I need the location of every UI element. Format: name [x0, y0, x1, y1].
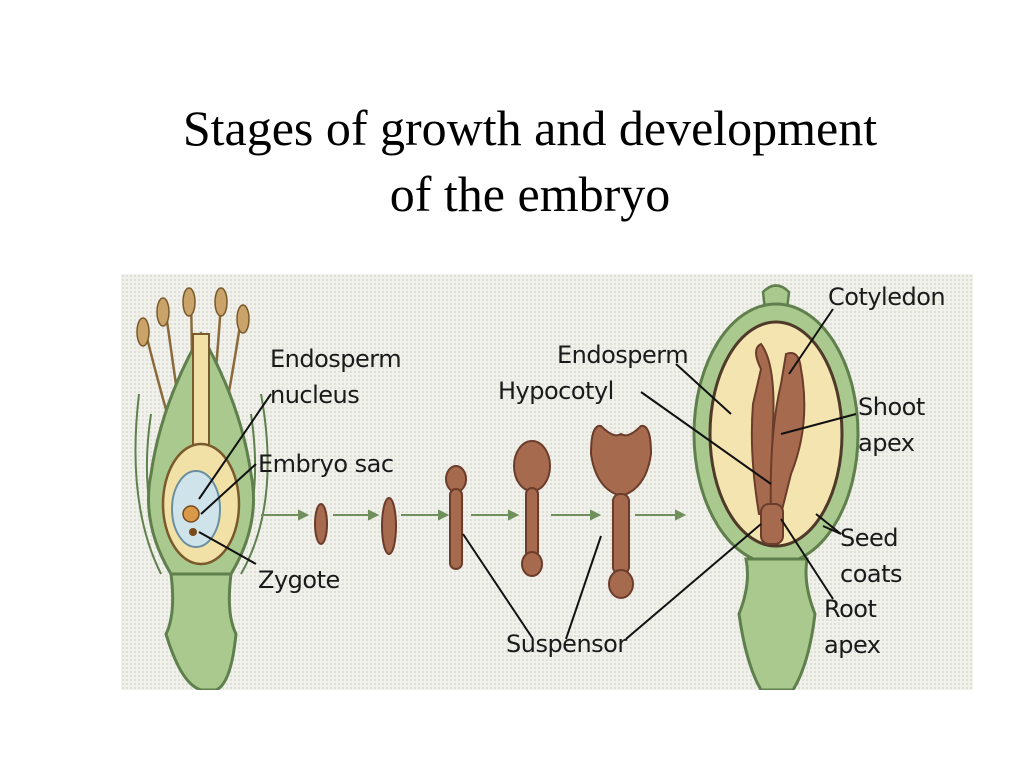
label-seed-coats-line1: Seed: [840, 524, 899, 552]
embryo-stages: [261, 424, 687, 599]
leader-lines: [198, 308, 857, 640]
diagram-artwork: [134, 284, 860, 690]
label-endosperm: Endosperm: [557, 341, 689, 369]
label-hypocotyl: Hypocotyl: [498, 377, 614, 405]
slide-title: Stages of growth and development of the …: [0, 95, 1024, 227]
label-suspensor: Suspensor: [506, 630, 627, 658]
flower-ovary: [134, 287, 269, 690]
title-line-2: of the embryo: [389, 166, 671, 222]
seed: [692, 284, 860, 690]
label-root-apex-line1: Root: [824, 595, 877, 623]
label-shoot-apex-line2: apex: [858, 429, 915, 457]
label-endosperm-nucleus-line2: nucleus: [270, 381, 360, 409]
label-seed-coats-line2: coats: [840, 560, 903, 588]
label-cotyledon: Cotyledon: [828, 283, 946, 311]
label-zygote: Zygote: [258, 566, 340, 594]
title-line-1: Stages of growth and development: [182, 100, 878, 156]
label-embryo-sac: Embryo sac: [258, 450, 394, 478]
embryo-development-diagram: Endosperm nucleus Embryo sac Zygote Endo…: [121, 274, 973, 690]
label-shoot-apex-line1: Shoot: [858, 393, 925, 421]
label-endosperm-nucleus-line1: Endosperm: [270, 345, 402, 373]
label-root-apex-line2: apex: [824, 631, 881, 659]
